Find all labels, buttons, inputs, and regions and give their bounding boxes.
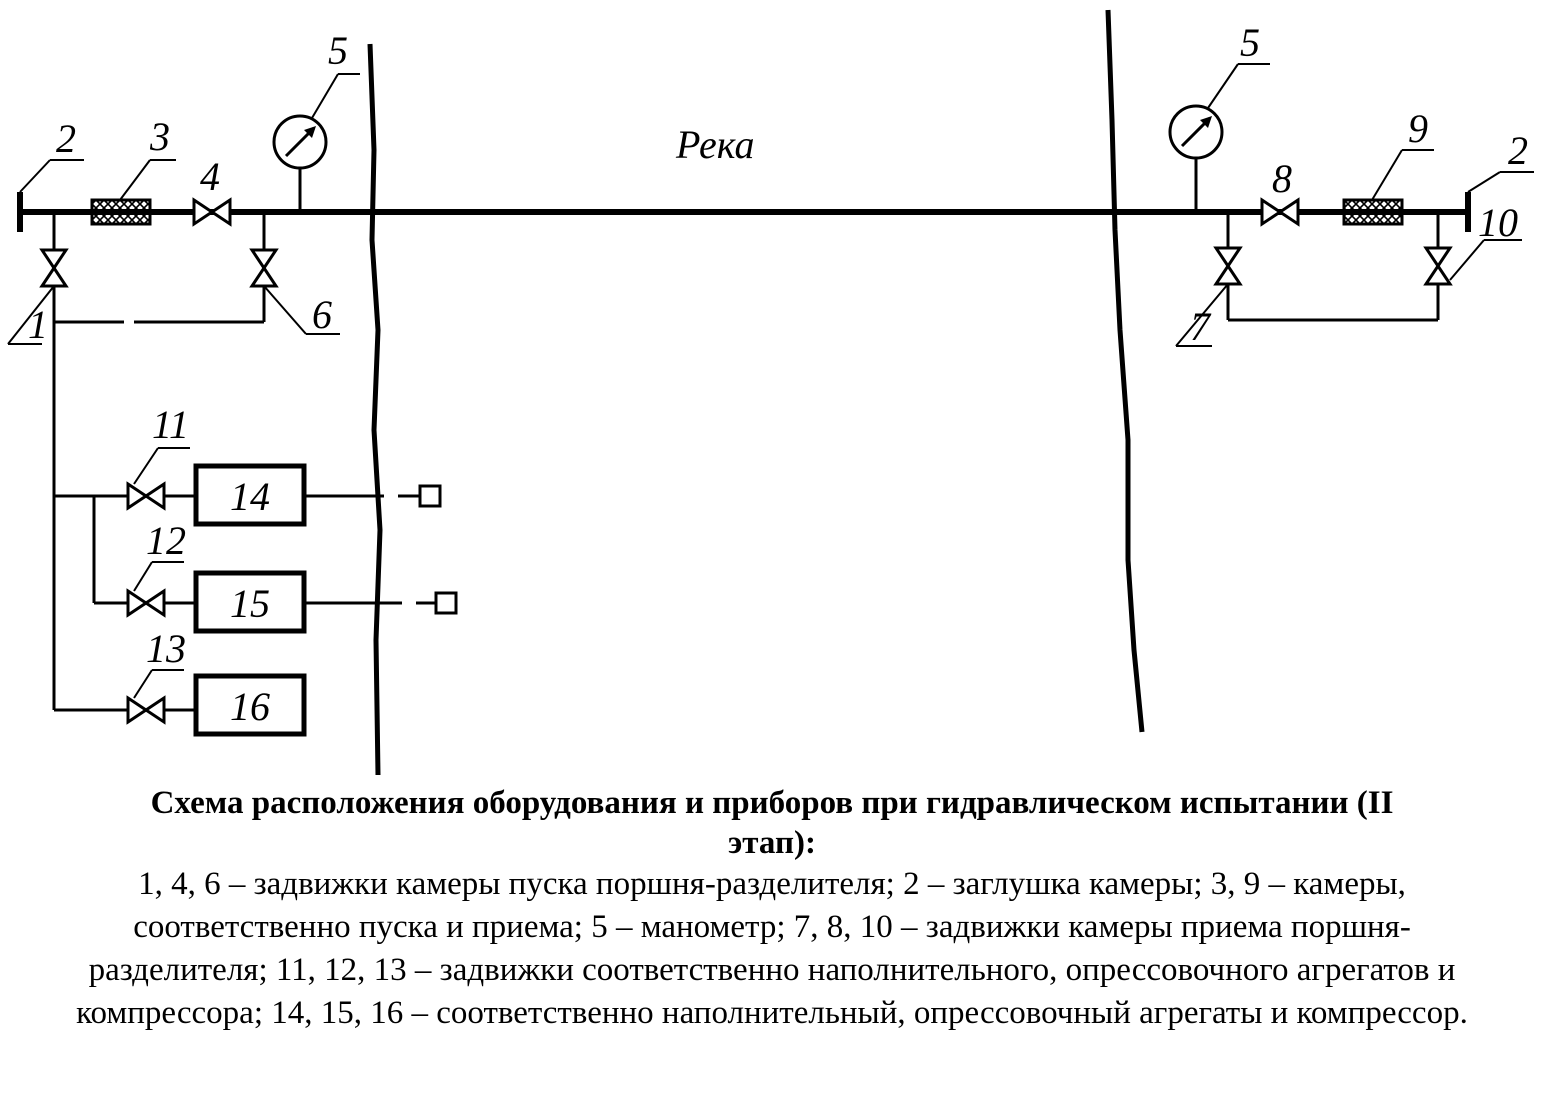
label-3: 3	[149, 114, 170, 159]
leader-2-right	[1467, 171, 1501, 193]
caption-legend: 1, 4, 6 – задвижки камеры пуска поршня-р…	[76, 866, 1468, 1031]
label-2-right: 2	[1508, 128, 1528, 173]
label-11: 11	[152, 402, 189, 447]
label-8: 8	[1272, 156, 1292, 201]
river-label: Река	[675, 122, 754, 167]
leader-9	[1371, 149, 1403, 201]
leader-3	[119, 159, 151, 201]
leader-5-left	[311, 73, 339, 119]
pipeline-test-diagram: Река 2 3 4 5 1 6 11 14	[7, 9, 1534, 776]
label-10: 10	[1478, 200, 1518, 245]
label-13: 13	[146, 626, 186, 671]
caption-title: Схема расположения оборудования и прибор…	[150, 785, 1394, 861]
label-4: 4	[200, 154, 220, 199]
figure-caption: Схема расположения оборудования и прибор…	[0, 783, 1544, 1035]
unit-15-terminal	[434, 591, 458, 615]
label-2-left: 2	[56, 116, 76, 161]
valve-7	[1213, 246, 1243, 269]
leader-1	[7, 285, 55, 345]
launch-chamber	[90, 198, 152, 226]
valve-11	[126, 481, 149, 511]
leader-6	[263, 285, 307, 335]
river-bank-right	[1105, 9, 1145, 733]
leader-5-right	[1207, 63, 1239, 109]
receiving-chamber	[1342, 198, 1404, 226]
leader-12	[133, 561, 153, 592]
leader-13	[133, 669, 153, 699]
label-9: 9	[1408, 106, 1428, 151]
label-1: 1	[28, 302, 48, 347]
label-12: 12	[146, 518, 186, 563]
label-7: 7	[1190, 304, 1212, 349]
compressor-16	[193, 673, 307, 737]
leader-2-left	[19, 159, 51, 193]
label-5-right: 5	[1240, 20, 1260, 65]
valve-12	[126, 588, 149, 618]
valve-6	[249, 248, 279, 271]
pressure-unit-15	[193, 570, 307, 634]
valve-1	[39, 248, 69, 271]
valve-10	[1423, 246, 1453, 269]
label-5-left: 5	[328, 28, 348, 73]
unit-15-label: 15	[230, 581, 270, 626]
leader-7	[1175, 283, 1229, 347]
valve-8	[1260, 197, 1283, 227]
unit-14-terminal	[418, 484, 442, 508]
unit-14-label: 14	[230, 474, 270, 519]
valve-4	[192, 197, 215, 227]
river-bank-left	[367, 43, 383, 776]
valve-13	[126, 695, 149, 725]
leader-10	[1449, 239, 1485, 281]
leader-11	[133, 447, 159, 485]
label-6: 6	[312, 292, 332, 337]
unit-16-label: 16	[230, 684, 270, 729]
